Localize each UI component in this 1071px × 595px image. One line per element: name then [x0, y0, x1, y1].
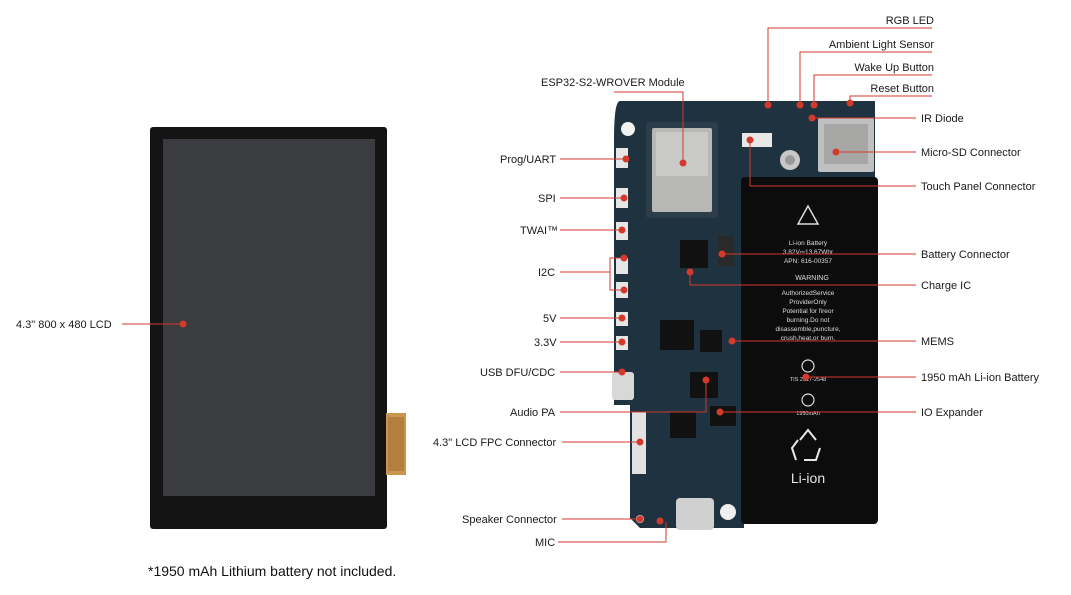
pcb-board	[612, 101, 875, 530]
label-battery-connector: Battery Connector	[921, 249, 1010, 261]
right-callouts	[690, 27, 932, 413]
cert-mark-icon	[801, 393, 815, 407]
top-right-labels: RGB LED Ambient Light Sensor Wake Up But…	[829, 15, 935, 95]
lcd-screen	[163, 139, 375, 496]
battery-print-line: 3.82V⎓13.67Whr	[783, 249, 834, 256]
label-audio-pa: Audio PA	[510, 407, 556, 419]
label-spi: SPI	[538, 193, 556, 205]
cert-mark-icon	[801, 359, 815, 373]
battery-print-line: disassemble,puncture,	[775, 326, 840, 333]
warning-icon	[796, 204, 820, 225]
label-charge-ic: Charge IC	[921, 280, 971, 292]
label-rgb-led: RGB LED	[886, 15, 934, 27]
battery-print-line: burning.Do not	[787, 317, 830, 324]
left-callouts	[558, 91, 706, 543]
label-li-ion-battery: 1950 mAh Li-ion Battery	[921, 372, 1040, 384]
battery-print-line: crush,heat,or burn.	[781, 335, 836, 342]
usb-c-port	[612, 372, 634, 400]
label-lcd-fpc-connector: 4.3" LCD FPC Connector	[433, 437, 556, 449]
left-labels: ESP32-S2-WROVER Module Prog/UART SPI TWA…	[433, 77, 685, 549]
label-speaker-connector: Speaker Connector	[462, 514, 557, 526]
side-connectors	[616, 148, 628, 350]
recycle-icon	[790, 428, 821, 461]
battery-print-line: ProviderOnly	[789, 299, 827, 306]
battery-chem-label: Li-ion	[791, 470, 825, 486]
label-mems: MEMS	[921, 336, 954, 348]
label-touch-panel-connector: Touch Panel Connector	[921, 181, 1036, 193]
lcd-callout: 4.3" 800 x 480 LCD	[16, 319, 187, 331]
label-5v: 5V	[543, 313, 557, 325]
label-ambient-light-sensor: Ambient Light Sensor	[829, 39, 935, 51]
label-prog-uart: Prog/UART	[500, 154, 556, 166]
mounting-hole-icon	[621, 122, 635, 136]
label-usb-dfu-cdc: USB DFU/CDC	[480, 367, 555, 379]
label-esp32-module: ESP32-S2-WROVER Module	[541, 77, 685, 89]
battery-print-line: APN: 616-00357	[784, 258, 832, 265]
battery-warning: WARNING	[795, 275, 829, 282]
label-wake-up-button: Wake Up Button	[854, 62, 934, 74]
label-reset-button: Reset Button	[870, 83, 934, 95]
battery: Li-ion Battery 3.82V⎓13.67Whr APN: 616-0…	[741, 177, 878, 524]
right-callout-dots	[686, 99, 854, 416]
battery-print-line: Potential for fireor	[782, 308, 834, 315]
battery-print-line: Li-ion Battery	[789, 240, 828, 247]
right-labels: IR Diode Micro-SD Connector Touch Panel …	[921, 113, 1040, 419]
label-3v3: 3.3V	[534, 337, 557, 349]
battery-print-line: TIS 2217-2548	[790, 377, 826, 383]
label-mic: MIC	[535, 537, 555, 549]
lcd-label: 4.3" 800 x 480 LCD	[16, 319, 112, 331]
label-micro-sd-connector: Micro-SD Connector	[921, 147, 1021, 159]
label-i2c: I2C	[538, 267, 555, 279]
label-io-expander: IO Expander	[921, 407, 983, 419]
footnote: *1950 mAh Lithium battery not included.	[148, 563, 397, 579]
label-ir-diode: IR Diode	[921, 113, 964, 125]
usb-c-bottom-port	[676, 498, 714, 530]
battery-print-line: 1950mAh	[796, 411, 820, 417]
lcd-panel	[150, 127, 406, 529]
label-twai: TWAI™	[520, 225, 558, 237]
battery-print-line: AuthorizedService	[782, 290, 835, 297]
